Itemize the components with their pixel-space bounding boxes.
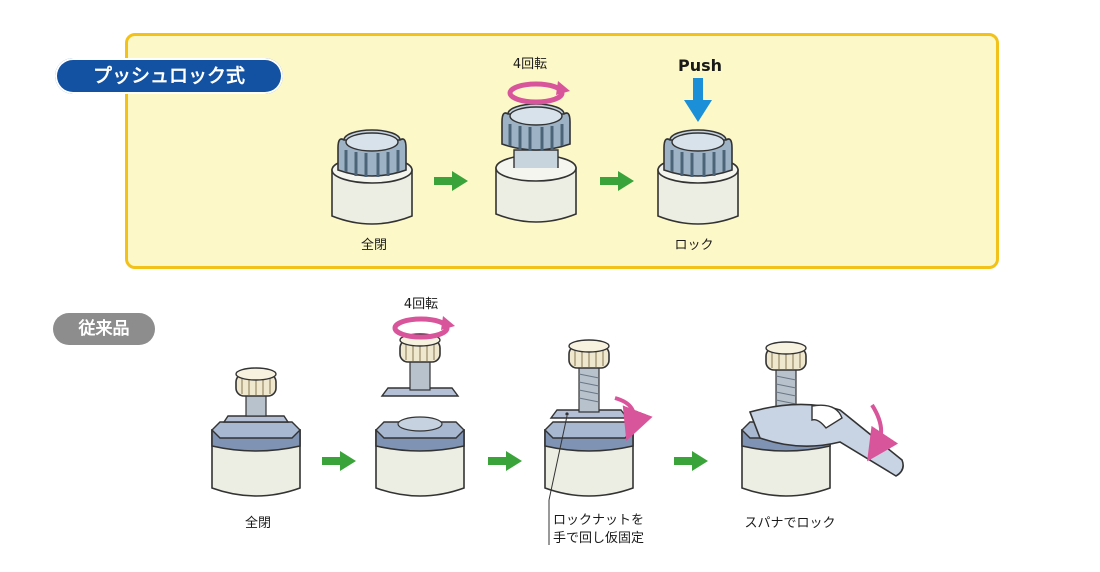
rotate-label-top: 4回転: [512, 57, 548, 72]
push-label: Push: [677, 56, 723, 75]
rotate-arrow-icon: [614, 396, 653, 441]
callout-line-2: 手で回し仮固定: [553, 531, 645, 546]
step-label-closed-bottom: 全閉: [244, 516, 271, 531]
step-label-wrench-lock: スパナでロック: [744, 516, 836, 531]
arrow-right-icon: [434, 171, 468, 191]
step-label-lock: ロック: [674, 238, 714, 253]
valve-closed-push: [331, 128, 413, 225]
down-arrow-icon: [684, 78, 712, 122]
callout-line-1: ロックナットを: [553, 513, 645, 528]
conventional-badge: 従来品: [53, 313, 155, 345]
rotate-arrow-icon: [510, 81, 570, 102]
valve-rotated-push: [495, 102, 577, 223]
arrow-right-icon: [488, 451, 522, 471]
rotate-arrow-icon: [867, 403, 899, 462]
valve-closed-conventional: [211, 367, 301, 497]
valve-rotated-conventional: [375, 333, 465, 497]
arrow-right-icon: [322, 451, 356, 471]
rotate-label-bottom: 4回転: [403, 297, 439, 312]
wrench-icon: [748, 403, 904, 477]
valve-locknut-conventional: [544, 339, 634, 497]
arrow-right-icon: [674, 451, 708, 471]
callout-leader: [548, 415, 568, 501]
valve-locked-push: [657, 128, 739, 225]
callout-locknut: ロックナットを 手で回し仮固定: [553, 512, 644, 548]
arrow-right-icon: [600, 171, 634, 191]
step-label-closed-top: 全閉: [360, 238, 387, 253]
push-lock-badge: プッシュロック式: [55, 58, 283, 94]
